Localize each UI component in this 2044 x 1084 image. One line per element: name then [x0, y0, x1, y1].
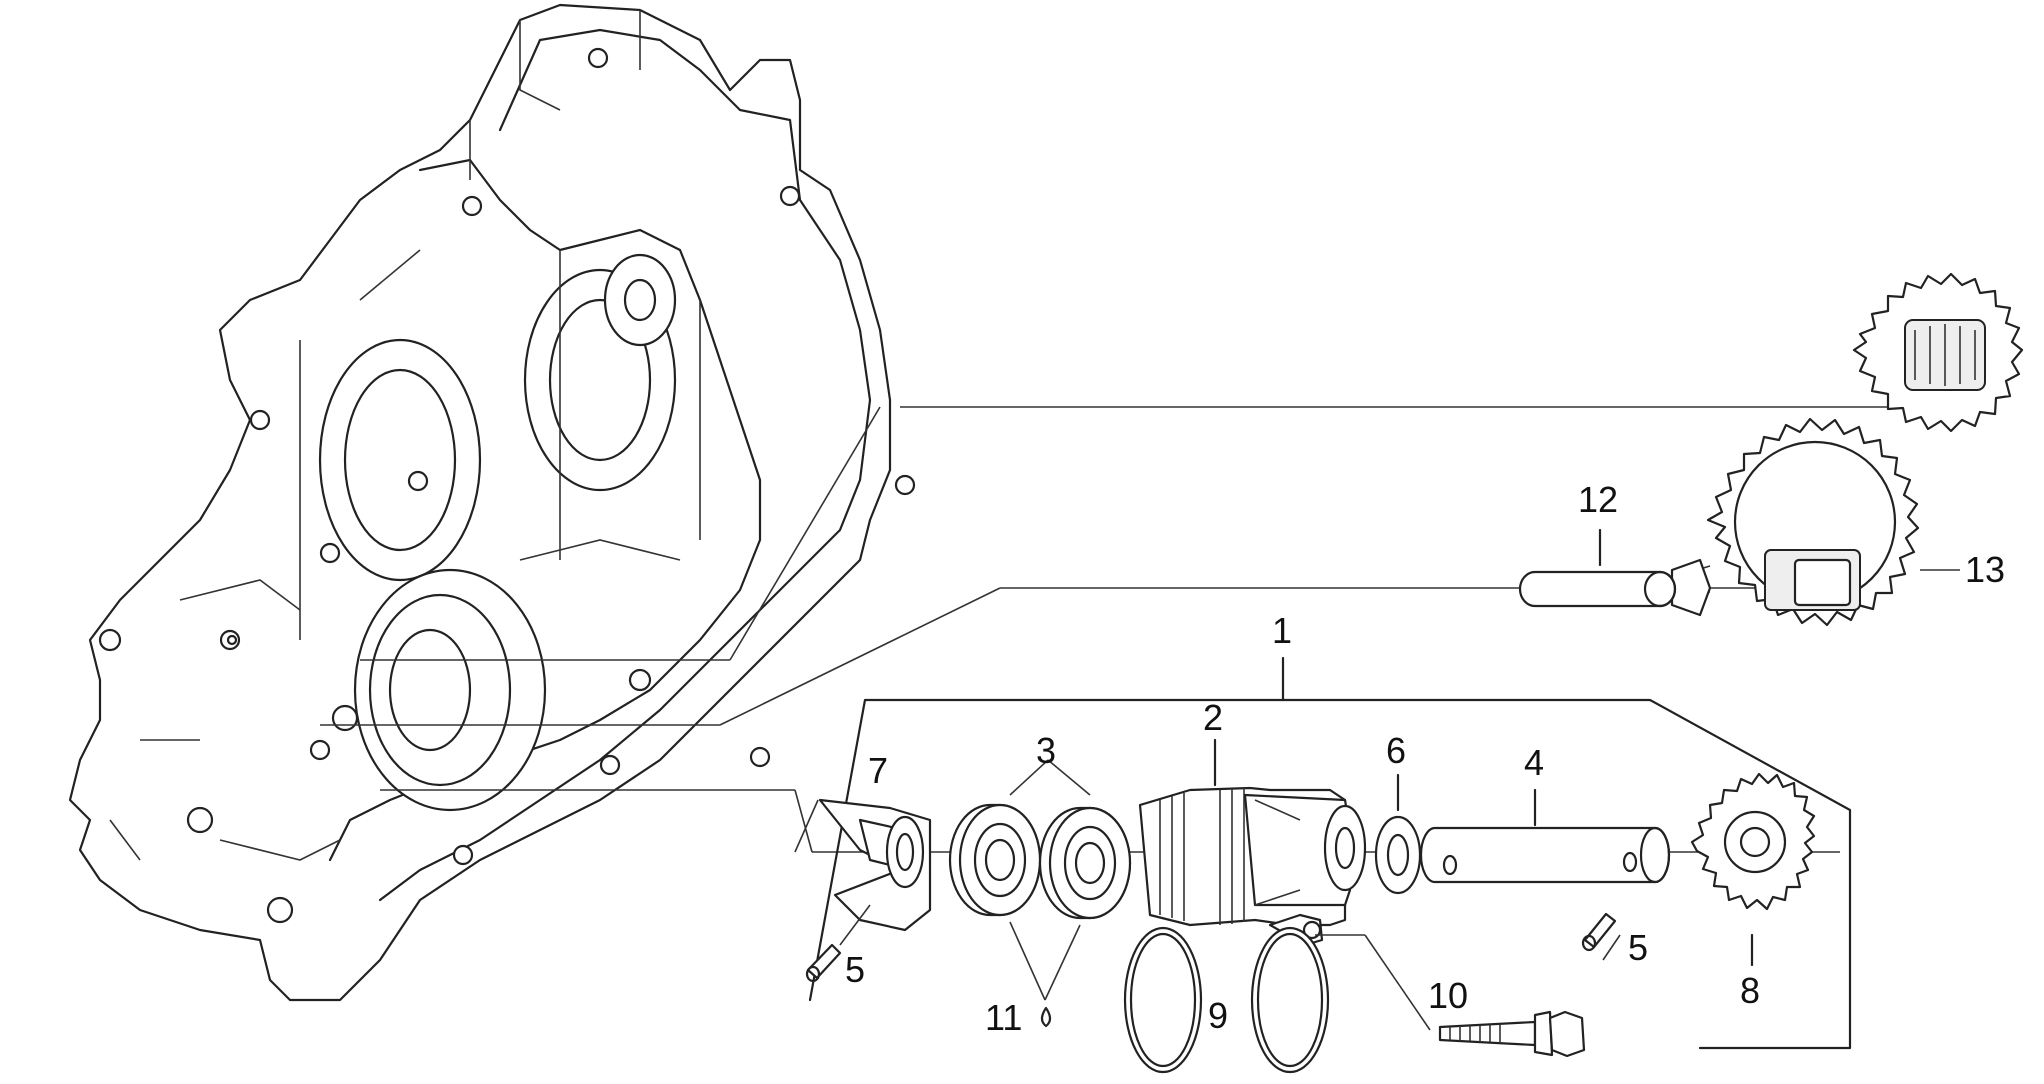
callout-3: 3: [1036, 730, 1056, 771]
callout-1: 1: [1272, 610, 1292, 651]
assembly-bracket: [808, 656, 1852, 1050]
callout-2: 2: [1203, 697, 1223, 738]
callout-13: 13: [1965, 549, 2005, 590]
pump-body: [1138, 738, 1431, 1031]
callout-6: 6: [1386, 730, 1406, 771]
crankcase-half: [68, 3, 916, 1002]
bearing-left: [948, 803, 1042, 917]
pump-drive-gear: [1670, 417, 1920, 627]
callout-5-left: 5: [845, 949, 865, 990]
o-rings: [1123, 926, 1330, 1074]
callout-labels: 1 2 3 4 5 5 6 7 8 9 10 11 12 13: [845, 479, 2005, 1038]
screw: [1438, 1010, 1586, 1058]
upper-gear: [1852, 272, 2024, 433]
callout-5-right: 5: [1628, 927, 1648, 968]
bearing-right: [1038, 806, 1132, 920]
bearing-leaders: [1009, 759, 1091, 1028]
callout-7: 7: [868, 750, 888, 791]
callout-12: 12: [1578, 479, 1618, 520]
washer: [1374, 773, 1422, 895]
pump-shaft: [1419, 788, 1671, 884]
callout-11: 11: [985, 997, 1022, 1038]
callout-4: 4: [1524, 742, 1544, 783]
pump-shaft-pin: [1518, 528, 1677, 608]
pump-gear: [1690, 772, 1816, 967]
roll-pin-right: [1581, 912, 1621, 961]
callout-8: 8: [1740, 970, 1760, 1011]
impeller: [794, 798, 932, 932]
callout-10: 10: [1428, 975, 1468, 1016]
roll-pin-left: [805, 904, 871, 983]
callout-9: 9: [1208, 995, 1228, 1036]
